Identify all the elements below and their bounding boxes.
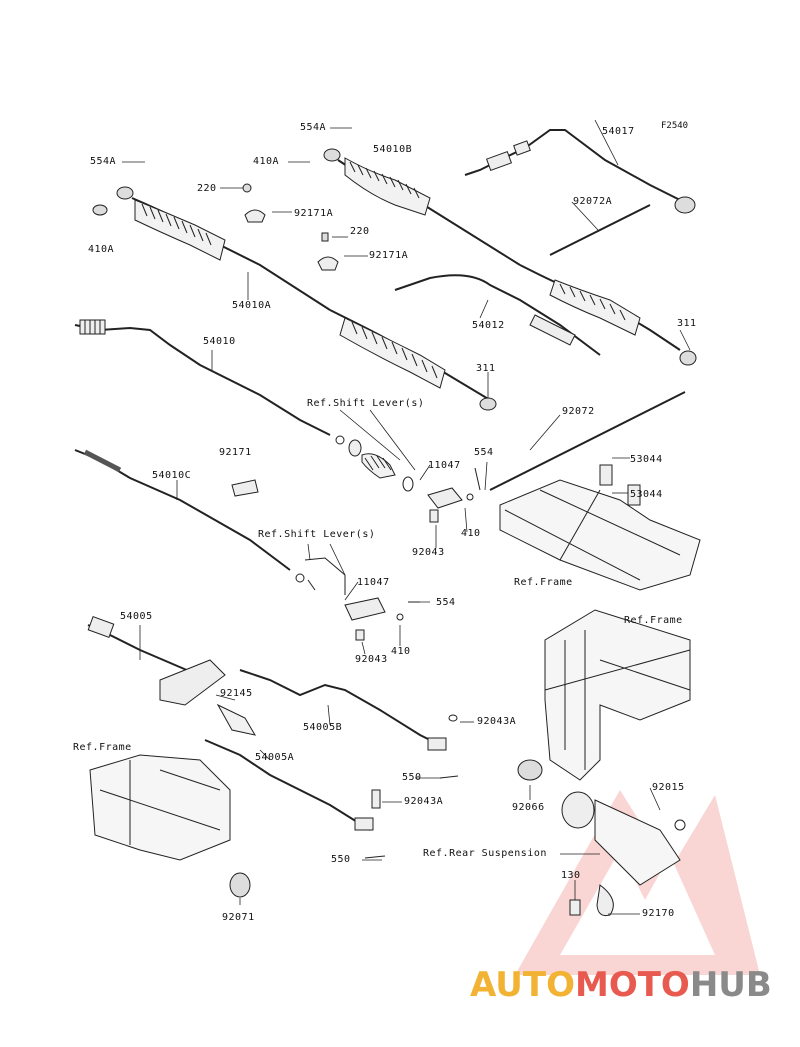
part-label-54010: 54010 — [203, 336, 236, 347]
part-label-92043: 92043 — [355, 654, 388, 665]
part-label-92043A: 92043A — [404, 796, 444, 807]
part-label-550: 550 — [402, 772, 422, 783]
part-label-11047: 11047 — [428, 460, 461, 471]
part-label-53044: 53044 — [630, 489, 663, 500]
figure-code: F2540 — [661, 121, 689, 131]
part-label-53044: 53044 — [630, 454, 663, 465]
part-label-54010B: 54010B — [373, 144, 413, 155]
part-label-554A: 554A — [90, 156, 117, 167]
part-label-554: 554 — [436, 597, 456, 608]
cable-54010 — [74, 319, 414, 492]
cable-54010C — [74, 449, 305, 583]
part-label-311: 311 — [677, 318, 697, 329]
part-label-550: 550 — [331, 854, 351, 865]
ref-rear-suspension: Ref.Rear Suspension — [423, 848, 547, 859]
rod-92072A — [549, 204, 651, 256]
ref-frame: Ref.Frame — [624, 615, 683, 626]
part-label-54010A: 54010A — [232, 300, 272, 311]
part-label-54017: 54017 — [602, 126, 635, 137]
part-label-410: 410 — [391, 646, 411, 657]
part-label-92171A: 92171A — [294, 208, 334, 219]
part-label-54012: 54012 — [472, 320, 505, 331]
cable-54010B — [323, 148, 697, 366]
part-label-410A: 410A — [253, 156, 280, 167]
cable-54017 — [464, 129, 696, 214]
part-label-92072A: 92072A — [573, 196, 613, 207]
part-label-92145: 92145 — [220, 688, 253, 699]
part-label-92171: 92171 — [219, 447, 252, 458]
watermark-logo: AUTOMOTOHUB — [470, 965, 772, 1005]
ref-shift-lever: Ref.Shift Lever(s) — [258, 529, 376, 540]
part-label-11047: 11047 — [357, 577, 390, 588]
part-label-130: 130 — [561, 870, 581, 881]
watermark-auto: AUTO — [470, 965, 575, 1005]
part-label-54005A: 54005A — [255, 752, 295, 763]
bracket-rear-suspension — [561, 791, 686, 916]
cable-54012 — [394, 274, 601, 356]
part-label-92072: 92072 — [562, 406, 595, 417]
lever-11047-a — [427, 467, 481, 523]
leader-lines — [122, 119, 691, 915]
cable-54005 — [87, 616, 257, 736]
watermark-moto: MOTO — [574, 965, 690, 1005]
ref-shift-lever: Ref.Shift Lever(s) — [307, 398, 425, 409]
watermark-hub: HUB — [689, 965, 772, 1005]
part-label-311: 311 — [476, 363, 496, 374]
frame-middle-right — [517, 609, 691, 781]
part-label-220: 220 — [350, 226, 370, 237]
part-label-54005: 54005 — [120, 611, 153, 622]
frame-left — [89, 754, 251, 898]
part-label-92043A: 92043A — [477, 716, 517, 727]
cable-54005A — [204, 739, 386, 859]
part-label-92071: 92071 — [222, 912, 255, 923]
cable-54010A — [92, 186, 497, 411]
lever-11047-b — [304, 557, 420, 641]
part-label-92170: 92170 — [642, 908, 675, 919]
part-label-554A: 554A — [300, 122, 327, 133]
part-label-410A: 410A — [88, 244, 115, 255]
part-label-54005B: 54005B — [303, 722, 343, 733]
ref-frame: Ref.Frame — [73, 742, 132, 753]
part-label-92015: 92015 — [652, 782, 685, 793]
part-label-410: 410 — [461, 528, 481, 539]
frame-upper-right — [489, 391, 701, 591]
clamp-parts — [242, 183, 339, 271]
cable-54005B — [239, 669, 459, 779]
part-label-220: 220 — [197, 183, 217, 194]
part-label-92043: 92043 — [412, 547, 445, 558]
clip-92171 — [231, 479, 259, 497]
part-label-92066: 92066 — [512, 802, 545, 813]
part-label-554: 554 — [474, 447, 494, 458]
part-label-92171A: 92171A — [369, 250, 409, 261]
part-label-54010C: 54010C — [152, 470, 192, 481]
ref-frame: Ref.Frame — [514, 577, 573, 588]
